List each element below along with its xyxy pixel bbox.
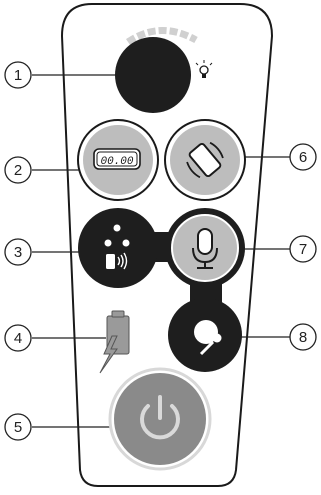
lightning-bolt-icon bbox=[99, 335, 118, 374]
callout-2: 2 bbox=[4, 156, 32, 184]
lcd-display-icon bbox=[93, 148, 141, 170]
battery-charge-indicator bbox=[99, 310, 130, 374]
vibration-alert-button[interactable] bbox=[78, 208, 158, 288]
callout-8: 8 bbox=[289, 323, 317, 351]
callout-7: 7 bbox=[289, 235, 317, 263]
display-button[interactable]: 00.00 bbox=[77, 119, 159, 201]
callout-4: 4 bbox=[4, 324, 32, 352]
callout-label: 6 bbox=[299, 149, 307, 166]
phone-vibrate-icon bbox=[106, 252, 128, 270]
dot-icon-left bbox=[104, 239, 112, 247]
vibrating-phone-icon bbox=[186, 141, 224, 179]
callout-label: 4 bbox=[14, 330, 22, 347]
microphone-button[interactable] bbox=[165, 208, 245, 288]
callout-6: 6 bbox=[289, 143, 317, 171]
display-readout: 00.00 bbox=[100, 156, 133, 168]
callout-label: 1 bbox=[14, 67, 22, 84]
record-circle-icon bbox=[194, 320, 218, 344]
microphone-icon bbox=[192, 228, 218, 269]
callout-label: 5 bbox=[14, 419, 22, 436]
power-button[interactable] bbox=[108, 367, 212, 471]
light-bulb-icon bbox=[195, 60, 213, 78]
callout-5: 5 bbox=[4, 413, 32, 441]
callout-label: 8 bbox=[299, 329, 307, 346]
callout-label: 2 bbox=[14, 162, 22, 179]
callout-label: 3 bbox=[14, 244, 22, 261]
led-arc bbox=[126, 27, 198, 45]
dot-icon-right bbox=[122, 239, 130, 247]
vibration-mode-button[interactable] bbox=[164, 119, 246, 201]
power-icon bbox=[140, 395, 180, 440]
record-button[interactable] bbox=[168, 298, 242, 372]
dot-icon-top bbox=[113, 224, 121, 232]
callout-label: 7 bbox=[299, 241, 307, 258]
dial-knob-group bbox=[115, 27, 213, 113]
callout-3: 3 bbox=[4, 238, 32, 266]
callout-1: 1 bbox=[4, 61, 32, 89]
small-mic-icon bbox=[199, 333, 222, 356]
dial-knob[interactable] bbox=[115, 37, 191, 113]
